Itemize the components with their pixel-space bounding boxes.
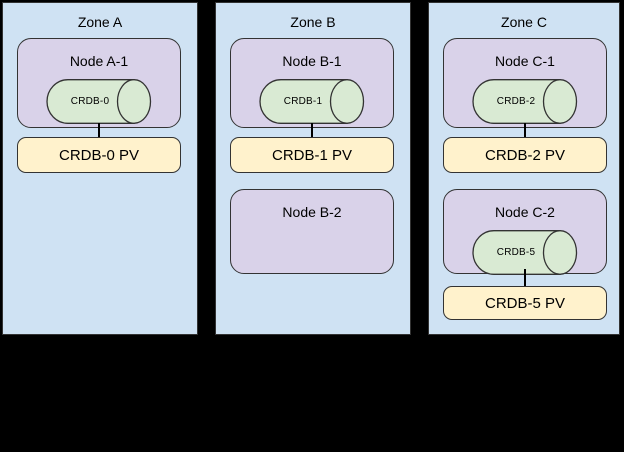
crdb-1-label: CRDB-1 xyxy=(283,96,323,107)
connector-c1-pv xyxy=(524,123,526,138)
crdb-0-label: CRDB-0 xyxy=(70,96,110,107)
crdb-2-label: CRDB-2 xyxy=(496,96,536,107)
database-cylinder-icon xyxy=(472,230,578,275)
connector-a1-pv xyxy=(98,123,100,138)
crdb-5-pv-label: CRDB-5 PV xyxy=(484,294,566,312)
node-b2: Node B-2 xyxy=(230,189,394,274)
crdb-0-pv-label: CRDB-0 PV xyxy=(58,146,140,164)
zone-a: Zone A Node A-1 CRDB-0 CRDB-0 PV xyxy=(2,2,198,335)
crdb-2-pv: CRDB-2 PV xyxy=(443,137,607,173)
zone-b: Zone B Node B-1 CRDB-1 CRDB-1 PV Node B-… xyxy=(215,2,411,335)
crdb-1-pv-label: CRDB-1 PV xyxy=(271,146,353,164)
crdb-0-pv: CRDB-0 PV xyxy=(17,137,181,173)
connector-c2-pv xyxy=(524,269,526,287)
zone-b-title: Zone B xyxy=(290,14,336,30)
crdb-2-pod: CRDB-2 xyxy=(472,79,578,124)
database-cylinder-icon xyxy=(46,79,152,124)
node-c2: Node C-2 CRDB-5 xyxy=(443,189,607,275)
crdb-0-pod: CRDB-0 xyxy=(46,79,152,124)
crdb-2-pv-label: CRDB-2 PV xyxy=(484,146,566,164)
crdb-1-pod: CRDB-1 xyxy=(259,79,365,124)
node-a1: Node A-1 CRDB-0 xyxy=(17,38,181,128)
zone-a-title: Zone A xyxy=(77,14,123,30)
zone-c-title: Zone C xyxy=(501,14,547,30)
node-a1-title: Node A-1 xyxy=(69,53,129,69)
node-c1-title: Node C-1 xyxy=(495,53,555,69)
database-cylinder-icon xyxy=(259,79,365,124)
node-b1-title: Node B-1 xyxy=(282,53,342,69)
zone-c: Zone C Node C-1 CRDB-2 CRDB-2 PV Node C-… xyxy=(428,2,620,335)
node-b2-title: Node B-2 xyxy=(282,204,342,220)
connector-b1-pv xyxy=(311,123,313,138)
database-cylinder-icon xyxy=(472,79,578,124)
crdb-5-pod: CRDB-5 xyxy=(472,230,578,275)
node-b1: Node B-1 CRDB-1 xyxy=(230,38,394,128)
crdb-5-pv: CRDB-5 PV xyxy=(443,286,607,320)
crdb-1-pv: CRDB-1 PV xyxy=(230,137,394,173)
node-c1: Node C-1 CRDB-2 xyxy=(443,38,607,128)
node-c2-title: Node C-2 xyxy=(495,204,555,220)
crdb-5-label: CRDB-5 xyxy=(496,247,536,258)
